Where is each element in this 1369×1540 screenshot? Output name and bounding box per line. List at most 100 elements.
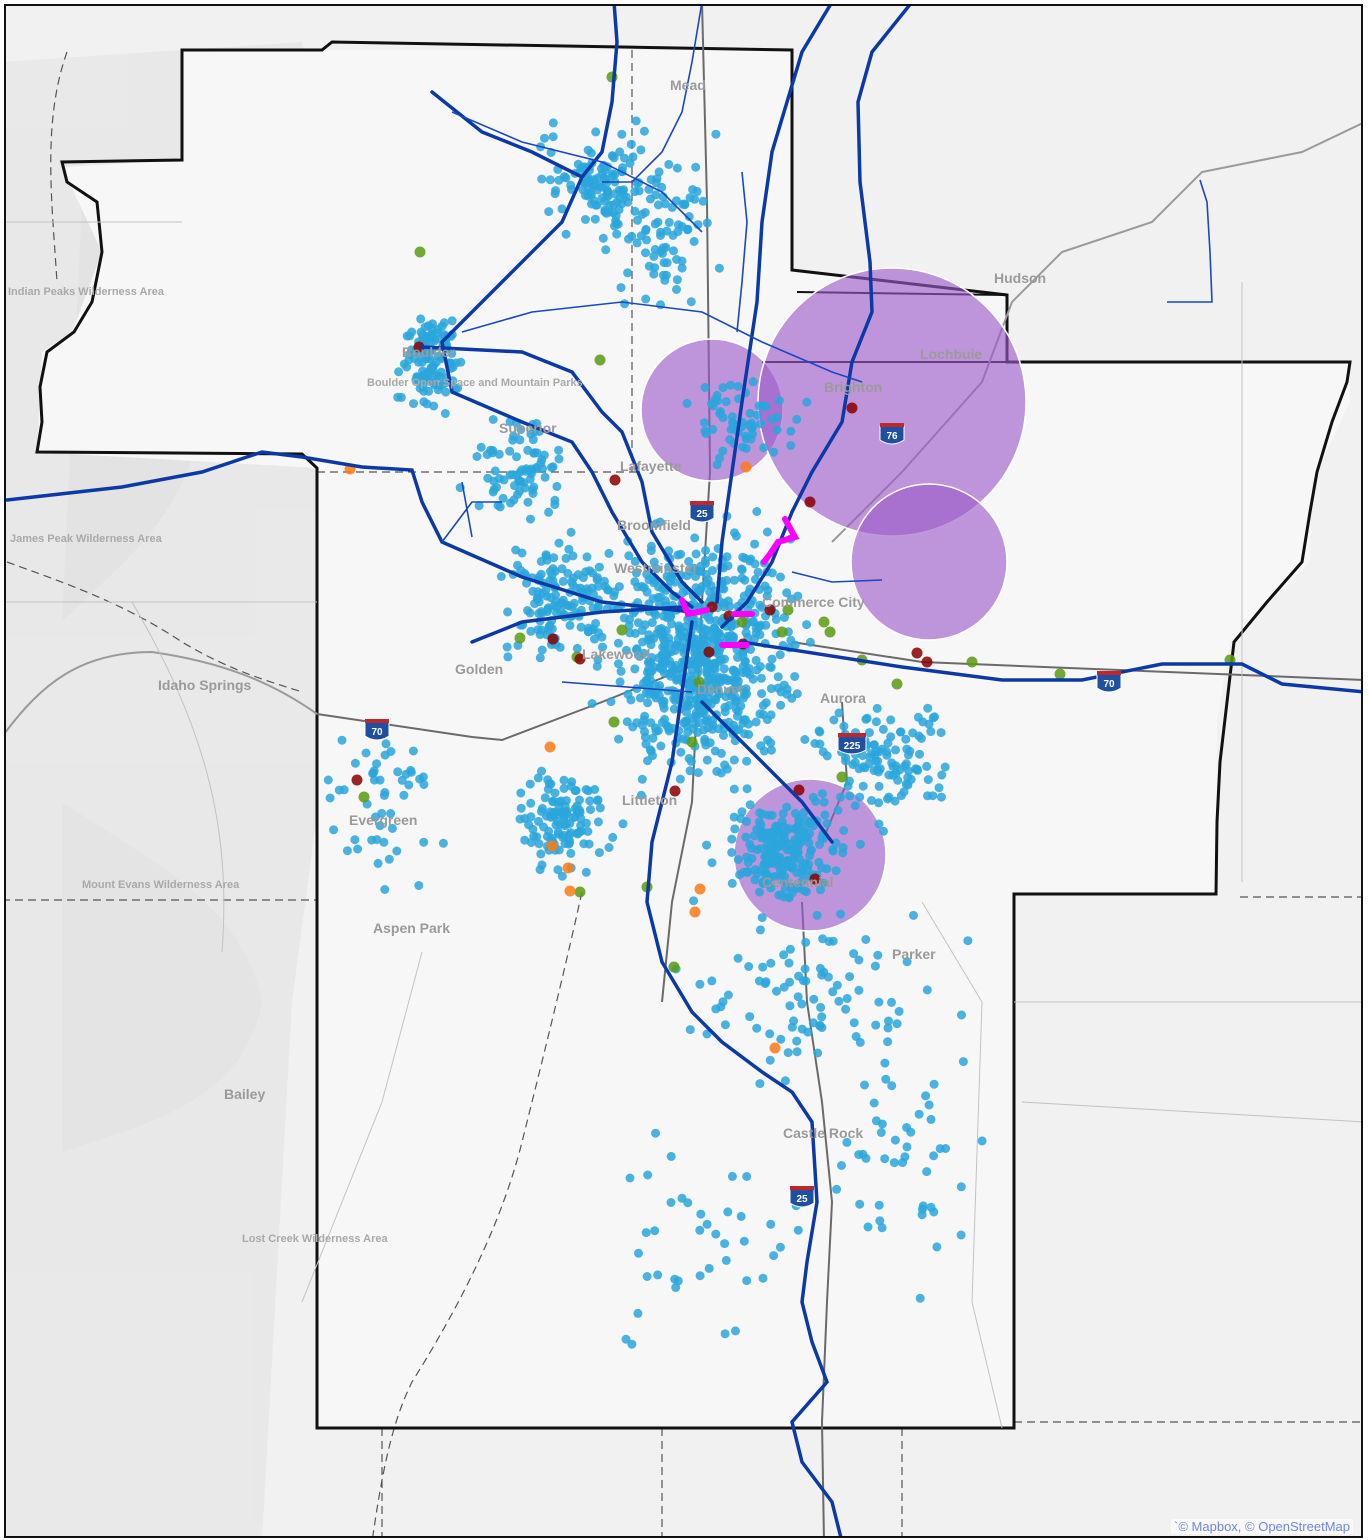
data-point[interactable]: [719, 664, 729, 674]
data-point[interactable]: [779, 859, 789, 869]
data-point[interactable]: [719, 731, 728, 740]
data-point[interactable]: [669, 785, 681, 797]
data-point[interactable]: [548, 462, 558, 472]
data-point[interactable]: [634, 186, 644, 196]
data-point[interactable]: [715, 645, 724, 655]
data-point[interactable]: [634, 178, 644, 187]
data-point[interactable]: [839, 826, 849, 835]
data-point[interactable]: [619, 613, 629, 623]
data-point[interactable]: [817, 1023, 827, 1033]
data-point[interactable]: [802, 397, 812, 407]
data-point[interactable]: [864, 728, 874, 738]
data-point[interactable]: [742, 756, 752, 766]
data-point[interactable]: [555, 820, 565, 830]
data-point[interactable]: [929, 1207, 939, 1217]
data-point[interactable]: [786, 441, 796, 450]
data-point[interactable]: [634, 1248, 643, 1258]
data-point[interactable]: [721, 397, 731, 407]
data-point[interactable]: [525, 474, 535, 484]
data-point[interactable]: [697, 581, 707, 591]
data-point[interactable]: [737, 564, 746, 574]
data-point[interactable]: [792, 1036, 802, 1046]
data-point[interactable]: [723, 1207, 733, 1217]
data-point[interactable]: [544, 207, 554, 217]
data-point[interactable]: [735, 870, 745, 880]
data-point[interactable]: [736, 1211, 746, 1221]
data-point[interactable]: [593, 817, 603, 827]
data-point[interactable]: [644, 665, 653, 675]
data-point[interactable]: [880, 1058, 890, 1068]
data-point[interactable]: [977, 1136, 987, 1146]
data-point[interactable]: [884, 792, 894, 802]
data-point[interactable]: [793, 841, 803, 851]
data-point[interactable]: [574, 653, 586, 665]
buffer-east[interactable]: [850, 483, 1008, 641]
data-point[interactable]: [836, 771, 848, 783]
data-point[interactable]: [766, 745, 776, 755]
data-point[interactable]: [740, 461, 752, 473]
data-point[interactable]: [800, 964, 810, 974]
data-point[interactable]: [641, 248, 650, 258]
data-point[interactable]: [872, 703, 882, 713]
data-point[interactable]: [894, 1006, 904, 1016]
data-point[interactable]: [748, 377, 758, 387]
data-point[interactable]: [414, 881, 424, 890]
data-point[interactable]: [756, 419, 766, 429]
data-point[interactable]: [672, 275, 682, 285]
data-point[interactable]: [544, 507, 554, 517]
data-point[interactable]: [809, 994, 819, 1004]
data-point[interactable]: [686, 297, 696, 307]
data-point[interactable]: [535, 653, 545, 663]
data-point[interactable]: [406, 767, 416, 777]
data-point[interactable]: [527, 485, 537, 495]
data-point[interactable]: [380, 885, 390, 894]
data-point[interactable]: [682, 571, 692, 581]
data-point[interactable]: [648, 733, 658, 743]
data-point[interactable]: [516, 803, 526, 813]
data-point[interactable]: [611, 219, 621, 228]
data-point[interactable]: [720, 1329, 730, 1339]
data-point[interactable]: [552, 481, 562, 491]
data-point[interactable]: [928, 713, 938, 723]
data-point[interactable]: [649, 269, 659, 279]
data-point[interactable]: [895, 727, 905, 737]
data-point[interactable]: [353, 844, 363, 854]
data-point[interactable]: [727, 848, 737, 857]
data-point[interactable]: [650, 1226, 660, 1236]
data-point[interactable]: [751, 717, 761, 727]
data-point[interactable]: [850, 801, 860, 811]
data-point[interactable]: [700, 426, 710, 436]
data-point[interactable]: [702, 755, 712, 765]
data-point[interactable]: [630, 664, 640, 674]
data-point[interactable]: [615, 677, 625, 687]
data-point[interactable]: [375, 821, 385, 831]
data-point[interactable]: [665, 612, 675, 622]
data-point[interactable]: [604, 207, 614, 217]
data-point[interactable]: [342, 846, 352, 856]
data-point[interactable]: [526, 626, 536, 636]
data-point[interactable]: [627, 1339, 637, 1349]
data-point[interactable]: [963, 936, 973, 946]
data-point[interactable]: [483, 473, 493, 483]
data-point[interactable]: [934, 783, 944, 793]
data-point[interactable]: [766, 1219, 776, 1229]
data-point[interactable]: [691, 162, 701, 172]
data-point[interactable]: [593, 173, 603, 183]
data-point[interactable]: [402, 362, 412, 372]
data-point[interactable]: [760, 858, 770, 868]
data-point[interactable]: [703, 646, 715, 658]
data-point[interactable]: [636, 790, 646, 800]
data-point[interactable]: [858, 762, 868, 772]
data-point[interactable]: [883, 1037, 893, 1047]
data-point[interactable]: [722, 764, 732, 774]
data-point[interactable]: [797, 876, 807, 886]
data-point[interactable]: [615, 147, 625, 157]
data-point[interactable]: [723, 990, 733, 1000]
data-point[interactable]: [630, 206, 640, 216]
data-point[interactable]: [660, 642, 670, 652]
data-point[interactable]: [693, 676, 705, 688]
data-point[interactable]: [534, 839, 544, 849]
data-point[interactable]: [677, 263, 687, 273]
data-point[interactable]: [564, 885, 576, 897]
data-point[interactable]: [855, 839, 865, 849]
